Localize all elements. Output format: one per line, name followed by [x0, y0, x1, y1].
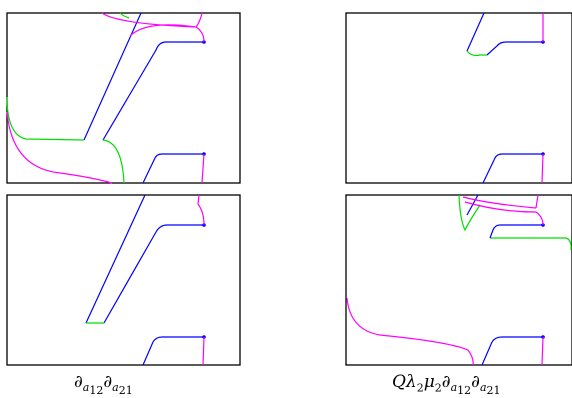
blue-curve-lower — [481, 336, 543, 366]
panel-bottom-left — [6, 194, 241, 366]
caption-subsub: 12 — [89, 384, 104, 398]
magenta-curve — [6, 111, 113, 184]
caption-sub: a — [82, 381, 90, 395]
magenta-curve-lower — [541, 336, 544, 366]
magenta-curve-top — [101, 12, 205, 43]
blue-curve — [83, 12, 204, 141]
panel-frame — [345, 194, 572, 366]
partial-symbol: ∂ — [471, 372, 480, 392]
partial-symbol: ∂ — [103, 372, 113, 392]
magenta-curve-lower — [541, 153, 544, 184]
magenta-curve-top — [197, 194, 205, 226]
blue-curve-lower — [142, 153, 204, 184]
magenta-curve-lower — [202, 336, 205, 366]
caption-right: Qλ2μ2∂a12∂a21 — [392, 372, 501, 398]
magenta-curve — [346, 297, 474, 366]
caption-left: ∂a12∂a21 — [74, 372, 133, 398]
panel-frame — [6, 12, 241, 184]
partial-symbol: ∂ — [441, 372, 451, 392]
green-curve — [466, 50, 487, 57]
panel-bottom-right — [345, 194, 572, 366]
blue-curve — [466, 12, 543, 56]
caption-subsub: 21 — [118, 384, 133, 398]
caption-prefix: Qλ — [392, 372, 417, 392]
caption-sub: 2 — [416, 381, 424, 395]
caption-subsub: 12 — [457, 384, 472, 398]
panel-top-left — [6, 12, 241, 184]
panel-top-right — [345, 12, 572, 184]
caption-subsub: 21 — [486, 384, 501, 398]
panel-frame — [6, 194, 241, 366]
caption-sub: a — [112, 381, 119, 395]
panel-frame — [345, 12, 572, 184]
caption-sub: a — [450, 381, 458, 395]
blue-curve-lower — [142, 336, 204, 366]
blue-curve-lower — [482, 153, 543, 184]
magenta-curve-top — [462, 194, 544, 226]
partial-symbol: ∂ — [74, 372, 83, 392]
green-curve — [458, 194, 572, 251]
caption-mu: μ — [423, 372, 435, 392]
magenta-curve-lower — [201, 153, 205, 184]
blue-curve — [466, 194, 543, 239]
blue-curve — [85, 194, 204, 324]
caption-sub: a — [479, 381, 487, 395]
caption-sub: 2 — [434, 381, 442, 395]
green-curve — [6, 12, 130, 184]
